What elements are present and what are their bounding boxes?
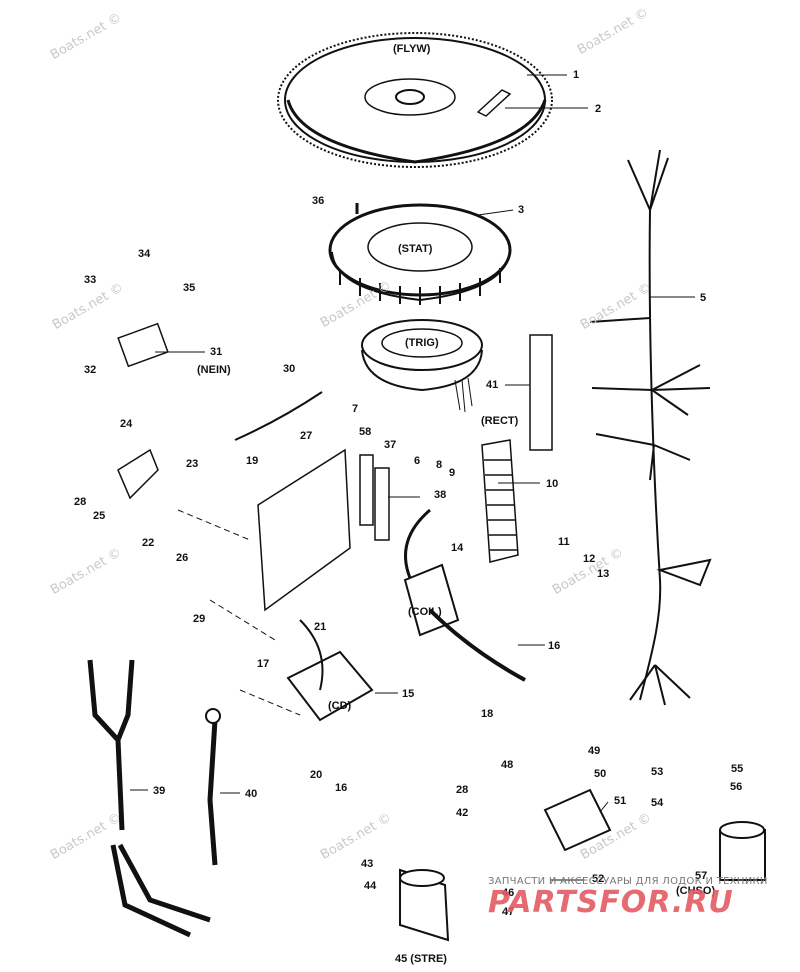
callout-58: 58 [359, 426, 372, 438]
callout-5: 5 [700, 292, 707, 304]
callout-17: 17 [257, 658, 270, 670]
callout-16a: 16 [548, 640, 561, 652]
label-stre: 45 (STRE) [395, 953, 447, 965]
flywheel-magnet [476, 89, 512, 117]
callout-19: 19 [246, 455, 259, 467]
callout-30: 30 [283, 363, 296, 375]
callout-42: 42 [456, 807, 469, 819]
callout-35: 35 [183, 282, 196, 294]
callout-28b: 28 [456, 784, 469, 796]
callout-53: 53 [651, 766, 664, 778]
callout-27: 27 [300, 430, 313, 442]
callout-40: 40 [245, 788, 258, 800]
callout-29: 29 [193, 613, 206, 625]
choke-solenoid [719, 821, 766, 881]
callout-52: 52 [592, 873, 605, 885]
wiring-harness [589, 149, 712, 706]
stator [328, 203, 512, 305]
callout-34: 34 [138, 248, 151, 260]
strip-58 [359, 454, 374, 526]
callout-28a: 28 [74, 496, 87, 508]
callout-48: 48 [501, 759, 514, 771]
cd-module [286, 619, 374, 722]
decal-41 [529, 334, 553, 451]
callout-33: 33 [84, 274, 97, 286]
callout-12: 12 [583, 553, 596, 565]
callout-14: 14 [451, 542, 464, 554]
lead-30 [234, 391, 323, 441]
label-trig: (TRIG) [405, 337, 439, 349]
callout-11: 11 [558, 536, 570, 548]
label-nein: (NEIN) [197, 364, 231, 376]
brand-tagline: ЗАПЧАСТИ И АКСЕССУАРЫ ДЛЯ ЛОДОК И ТЕХНИК… [488, 876, 768, 887]
label-rect: (RECT) [481, 415, 519, 427]
callout-38: 38 [434, 489, 447, 501]
ignition-coil [403, 508, 526, 682]
callout-47: 47 [502, 906, 515, 918]
callout-51: 51 [614, 795, 627, 807]
callout-9: 9 [449, 467, 456, 479]
label-coil: (COIL) [408, 606, 442, 618]
trigger [361, 319, 483, 413]
label-chso: (CHSO) [676, 885, 716, 897]
callout-39: 39 [153, 785, 166, 797]
callout-46: 46 [502, 887, 515, 899]
callout-32: 32 [84, 364, 97, 376]
label-cd: (CD) [328, 700, 352, 712]
callout-13: 13 [597, 568, 610, 580]
callout-1: 1 [573, 69, 580, 81]
callout-36: 36 [312, 195, 325, 207]
callout-22: 22 [142, 537, 155, 549]
terminal-block [481, 439, 519, 563]
callout-37: 37 [384, 439, 397, 451]
mounting-plate [257, 448, 351, 612]
rectifier-51 [543, 788, 612, 852]
callout-26: 26 [176, 552, 189, 564]
starter-solenoid [399, 868, 450, 942]
callout-10: 10 [546, 478, 559, 490]
terminal-strip-37 [374, 467, 390, 541]
callout-21: 21 [314, 621, 327, 633]
battery-cables [87, 659, 221, 938]
callout-44: 44 [364, 880, 377, 892]
bracket-25 [117, 448, 159, 500]
brand-logo: PARTSFOR.RU [488, 885, 734, 920]
callout-25: 25 [93, 510, 106, 522]
callout-54: 54 [651, 797, 664, 809]
callout-18: 18 [481, 708, 494, 720]
callout-8: 8 [436, 459, 443, 471]
callout-7: 7 [352, 403, 359, 415]
brand-logo-block: ЗАПЧАСТИ И АКСЕССУАРЫ ДЛЯ ЛОДОК И ТЕХНИК… [488, 876, 788, 920]
callout-6: 6 [414, 455, 421, 467]
callout-20: 20 [310, 769, 323, 781]
callout-23: 23 [186, 458, 199, 470]
callout-57: 57 [695, 870, 708, 882]
flywheel [277, 32, 553, 168]
callout-2: 2 [595, 103, 602, 115]
callout-55: 55 [731, 763, 744, 775]
label-stat: (STAT) [398, 243, 433, 255]
callout-49: 49 [588, 745, 601, 757]
neutral-switch [117, 322, 169, 368]
callout-24: 24 [120, 418, 133, 430]
callout-43: 43 [361, 858, 374, 870]
callout-3: 3 [518, 204, 525, 216]
callout-50: 50 [594, 768, 607, 780]
callout-16b: 16 [335, 782, 348, 794]
callout-15: 15 [402, 688, 415, 700]
leader-lines [130, 74, 695, 881]
label-flyw: (FLYW) [393, 43, 431, 55]
callout-41: 41 [486, 379, 499, 391]
callout-31: 31 [210, 346, 223, 358]
callout-56: 56 [730, 781, 743, 793]
